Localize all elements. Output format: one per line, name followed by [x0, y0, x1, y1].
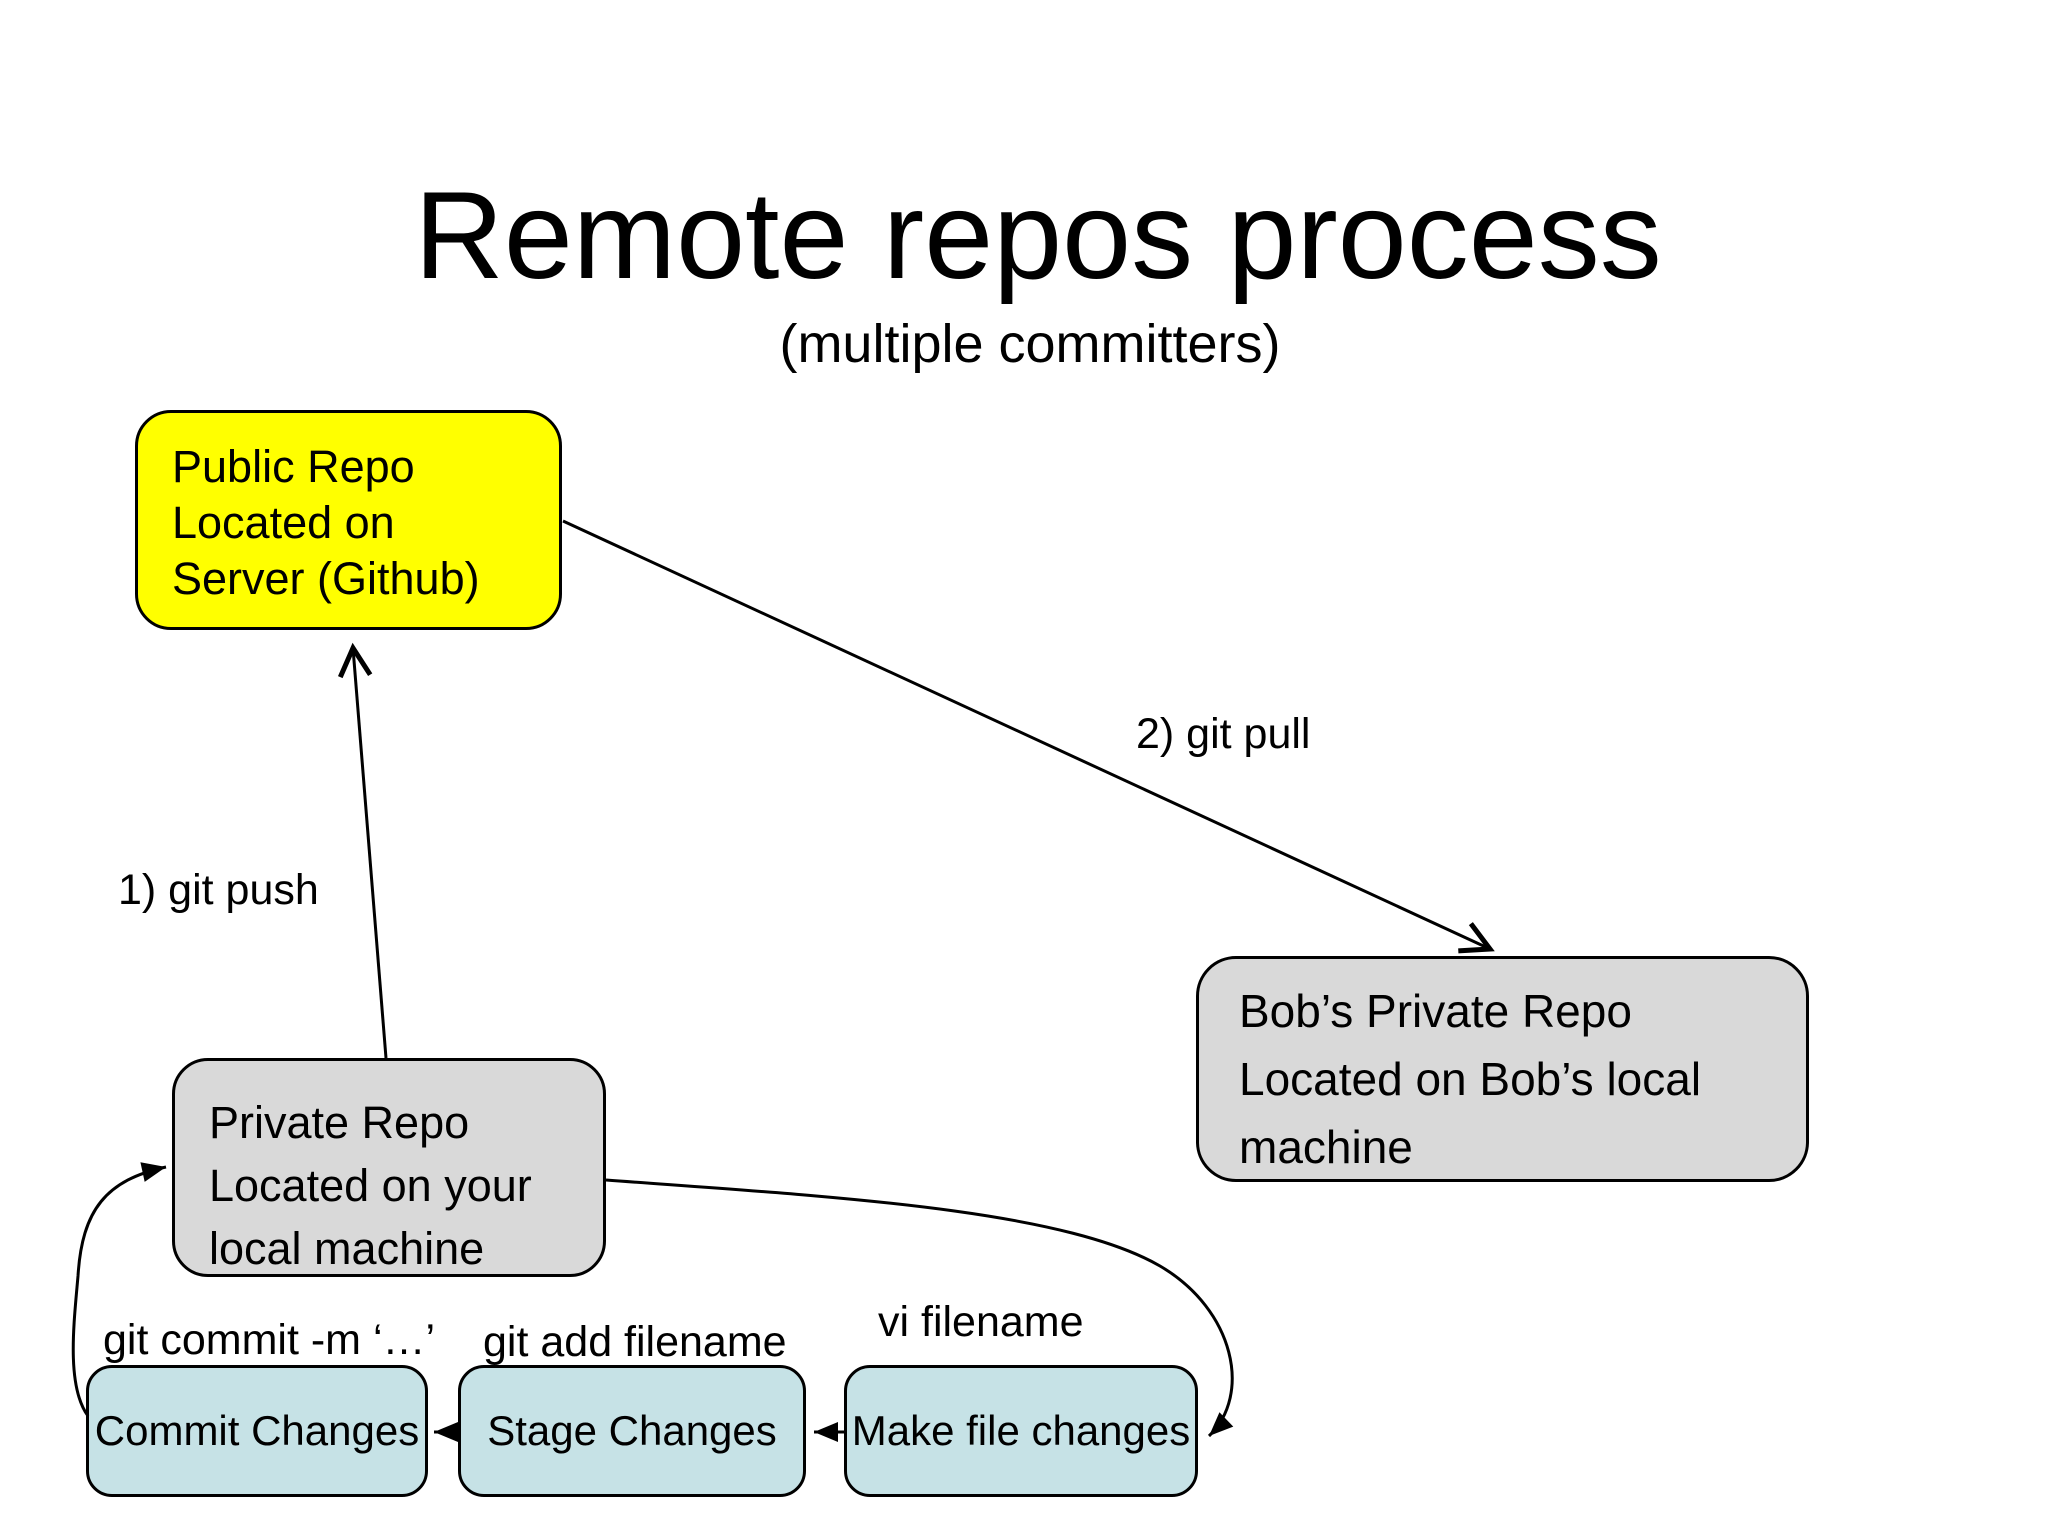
- node-make-file-changes: Make file changes: [844, 1365, 1198, 1497]
- edge-label-git-commit: git commit -m ‘…’: [103, 1316, 436, 1364]
- edge-label-git-add: git add filename: [483, 1318, 787, 1366]
- git-pull-arrow: [562, 519, 1495, 954]
- edge-label-git-pull: 2) git pull: [1136, 710, 1311, 758]
- edge-label-git-push: 1) git push: [118, 866, 319, 914]
- node-stage-changes: Stage Changes: [458, 1365, 806, 1497]
- slide-title: Remote repos process: [414, 167, 1662, 305]
- node-commit-changes: Commit Changes: [86, 1365, 428, 1497]
- slide-subtitle: (multiple committers): [779, 314, 1281, 374]
- node-bobs-private-repo: Bob’s Private Repo Located on Bob’s loca…: [1196, 956, 1809, 1182]
- git-push-arrow: [338, 642, 388, 1059]
- edge-label-vi-filename: vi filename: [878, 1298, 1084, 1346]
- node-public-repo: Public Repo Located on Server (Github): [135, 410, 562, 630]
- node-private-repo: Private Repo Located on your local machi…: [172, 1058, 606, 1277]
